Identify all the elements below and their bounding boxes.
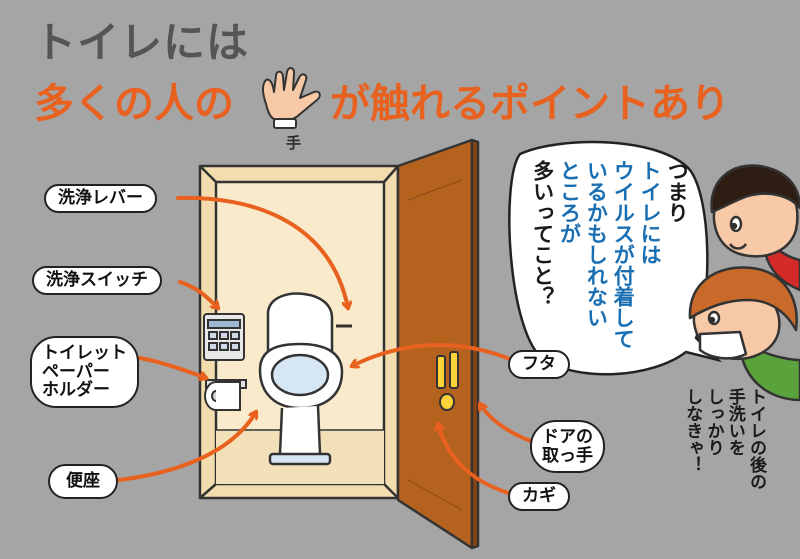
- paper-holder: [204, 379, 247, 411]
- bubble-line-6: 多いってこと？: [530, 160, 555, 307]
- title-line-2: 多くの人の が触れるポイントあり: [34, 84, 730, 124]
- label-seat: 便座: [48, 464, 118, 499]
- arrow-holder: [138, 356, 206, 378]
- note-line-4: しなきゃ！: [682, 388, 703, 473]
- label-door-handle-line-1: ドアの: [542, 427, 593, 447]
- arrow-switch: [178, 280, 218, 308]
- bubble-line-2: トイレには: [638, 160, 663, 265]
- title-line-2-before: 多くの人の: [34, 81, 234, 127]
- speech-bubble-text: つまり トイレには ウイルスが付着して いるかもしれない ところが 多いってこと…: [531, 160, 690, 365]
- label-flush-switch: 洗浄スイッチ: [32, 266, 162, 295]
- note-line-3: しっかり: [703, 388, 724, 456]
- label-door-handle: ドアの 取っ手: [530, 420, 605, 474]
- arrow-lock: [438, 424, 514, 496]
- hand-icon: [262, 67, 321, 129]
- bubble-line-4: いるかもしれない: [584, 160, 609, 328]
- speech-bubble: [508, 140, 723, 376]
- bubble-line-5: ところが: [557, 160, 582, 244]
- toilet: [258, 292, 352, 466]
- note-line-1: トイレの後の: [746, 388, 766, 490]
- label-lock: カギ: [508, 482, 570, 511]
- character-girl: [688, 266, 800, 402]
- label-paper-holder-line-1: トイレット: [42, 343, 127, 363]
- hand-label: 手: [286, 134, 302, 152]
- label-paper-holder: トイレット ペーパー ホルダー: [30, 336, 139, 409]
- arrow-lever: [176, 195, 348, 308]
- label-flush-lever: 洗浄レバー: [44, 184, 157, 213]
- flush-switch-panel: [203, 313, 245, 361]
- bubble-line-1: つまり: [665, 160, 689, 223]
- door-handles: [436, 351, 459, 411]
- title-line-1: トイレには: [34, 18, 250, 67]
- label-paper-holder-line-2: ペーパー: [42, 361, 110, 382]
- arrow-lid: [352, 343, 514, 366]
- handwritten-note: トイレの後の 手洗いを しっかり しなきゃ！: [656, 388, 766, 538]
- title-line-2-after: が触れるポイントあり: [330, 81, 730, 127]
- character-boy: [710, 164, 800, 292]
- note-line-2: 手洗いを: [724, 388, 745, 456]
- label-lid: フタ: [508, 350, 570, 379]
- label-paper-holder-line-3: ホルダー: [42, 380, 110, 401]
- arrow-seat: [116, 412, 256, 482]
- bubble-line-3: ウイルスが付着して: [611, 160, 636, 349]
- label-door-handle-line-2: 取っ手: [542, 445, 593, 466]
